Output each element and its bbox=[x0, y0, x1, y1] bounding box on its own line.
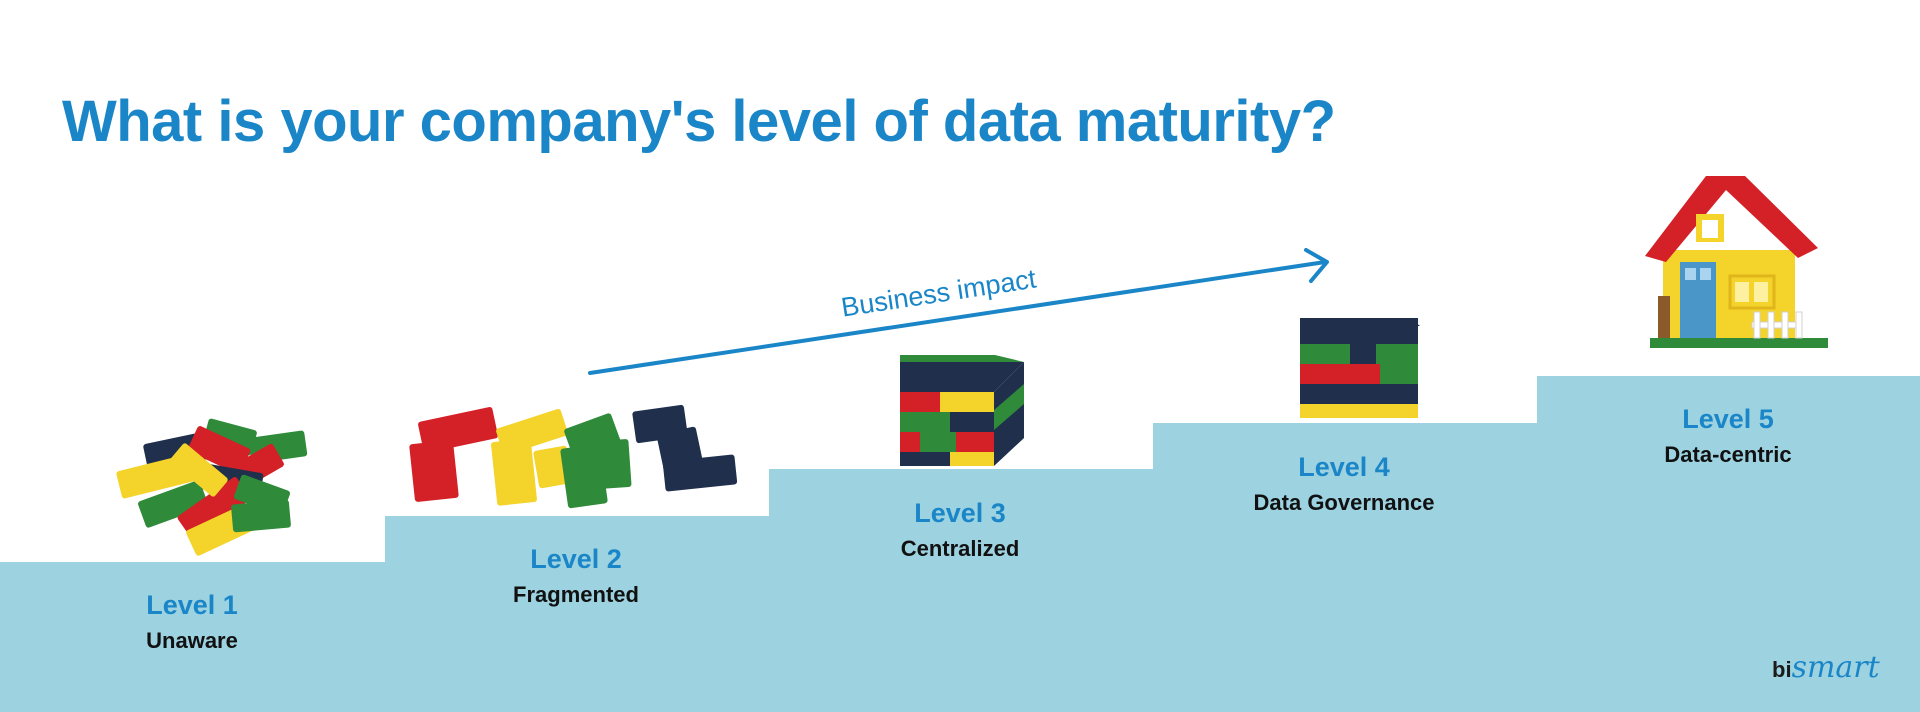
brand-logo-prefix: bi bbox=[1772, 657, 1792, 682]
level-5-label: Level 5 bbox=[1682, 404, 1774, 434]
page-title: What is your company's level of data mat… bbox=[62, 89, 1336, 154]
level-2-label: Level 2 bbox=[530, 544, 622, 574]
brand-logo: bismart bbox=[1772, 650, 1880, 685]
level-2-description: Fragmented bbox=[513, 582, 639, 607]
business-impact-arrow bbox=[588, 248, 1329, 375]
level-4-label: Level 4 bbox=[1298, 452, 1390, 482]
staircase bbox=[0, 376, 1920, 712]
arrow-label: Business impact bbox=[839, 263, 1038, 322]
level-4-description: Data Governance bbox=[1253, 490, 1435, 515]
scattered-bricks-icon bbox=[116, 418, 308, 556]
level-5-description: Data-centric bbox=[1664, 442, 1792, 467]
level-3-label: Level 3 bbox=[914, 498, 1006, 528]
level-1-description: Unaware bbox=[146, 628, 238, 653]
layered-cube-icon bbox=[1300, 318, 1420, 418]
level-1-label: Level 1 bbox=[146, 590, 238, 620]
brick-house-icon bbox=[1645, 176, 1828, 348]
brand-logo-suffix: smart bbox=[1791, 650, 1880, 685]
stacked-cube-icon bbox=[900, 355, 1024, 466]
grouped-bricks-icon bbox=[409, 404, 738, 509]
level-3-description: Centralized bbox=[900, 536, 1020, 561]
